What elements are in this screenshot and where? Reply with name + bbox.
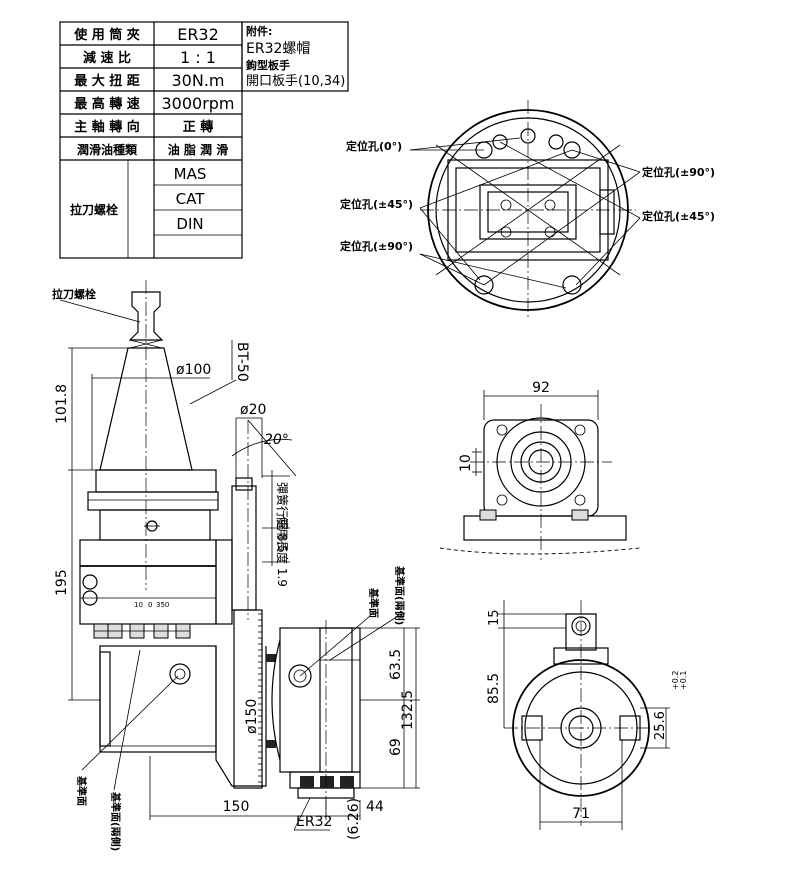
dim-195: 195 [54, 569, 70, 596]
accessories-line3: 開口板手(10,34) [246, 74, 345, 89]
spec-value-ratio: 1 : 1 [180, 48, 216, 67]
dim-25-6-tol-lower: +0.1 [679, 671, 688, 690]
spec-label-torque: 最 大 扭 距 [74, 73, 140, 89]
spec-value-torque: 30N.m [172, 71, 225, 90]
dim-angle: 20° [264, 432, 289, 448]
dim-69: 69 [388, 738, 404, 756]
spec-table: 使 用 筒 夾 ER32 減 速 比 1 : 1 最 大 扭 距 30N.m 最… [59, 21, 243, 259]
dim-10: 10 [458, 454, 474, 472]
accessories-line1: ER32螺帽 [246, 41, 310, 57]
accessories-box: 附件: ER32螺帽 鉤型板手 開口板手(10,34) [241, 21, 349, 92]
label-collet: ER32 [296, 814, 332, 830]
dim-6-26: (6.26) [346, 798, 362, 840]
dim-150: 150 [223, 799, 250, 815]
label-pos0: 定位孔(0°) [346, 139, 402, 153]
dim-44: 44 [366, 799, 384, 815]
dim-1-9: 使用長度 1.9 [275, 516, 290, 587]
dim-85-5: 85.5 [486, 673, 502, 704]
spec-label-rotation: 主 軸 轉 向 [74, 119, 140, 135]
label-pos45-left: 定位孔(±45°) [340, 197, 413, 211]
scale-b: 0 [148, 601, 152, 609]
dim-92: 92 [532, 380, 550, 396]
dim-dia150: ø150 [244, 699, 260, 734]
side-view: 拉刀螺栓 ø100 BT-50 101.8 195 10 0 35 [52, 280, 420, 851]
label-pos90-left: 定位孔(±90°) [340, 239, 413, 253]
label-ref-right-1: 基準面 [367, 587, 380, 618]
spec-label-lube: 潤滑油種類 [77, 142, 138, 157]
label-pos90-right: 定位孔(±90°) [642, 165, 715, 179]
dim-15: 15 [487, 609, 502, 626]
spec-label-ratio: 減 速 比 [83, 50, 131, 66]
dim-63-5: 63.5 [388, 649, 404, 680]
accessories-title: 附件: [246, 24, 272, 38]
spec-pull-stud-cat: CAT [176, 190, 206, 208]
label-dia100: ø100 [176, 362, 211, 378]
scale-ticks [258, 613, 262, 783]
spec-value-rotation: 正 轉 [183, 119, 214, 135]
label-ref-left-2: 基準面(兩側) [109, 791, 122, 851]
end-view: 15 85.5 25.6 +0.2 +0.1 71 [486, 600, 688, 830]
dim-71: 71 [572, 806, 590, 822]
spec-pull-stud-din: DIN [176, 215, 203, 233]
label-ref-left-1: 基準面 [75, 775, 88, 806]
dim-132-5: 132.5 [400, 690, 416, 730]
dim-25-6: 25.6 [653, 711, 668, 740]
scale-a: 10 [134, 601, 143, 609]
label-bt50: BT-50 [234, 342, 250, 382]
front-view: 92 10 [439, 380, 641, 560]
dim-101-8: 101.8 [54, 384, 70, 424]
spec-value-speed: 3000rpm [161, 94, 234, 113]
scale-c: 350 [156, 601, 169, 609]
dim-dia20: ø20 [240, 402, 266, 418]
spec-label-speed: 最 高 轉 速 [74, 96, 140, 112]
top-view: 定位孔(0°) 定位孔(±45°) 定位孔(±90°) 定位孔(±90°) 定位… [340, 100, 715, 320]
dim-8-5: 彈簧行程 8.5 [275, 482, 290, 553]
accessories-line2: 鉤型板手 [245, 58, 290, 72]
spec-pull-stud-mas: MAS [174, 165, 207, 183]
label-ref-right-2: 基準面(兩側) [393, 565, 406, 625]
spec-value-collet: ER32 [177, 25, 219, 44]
label-pos45-right: 定位孔(±45°) [642, 209, 715, 223]
label-pull-stud: 拉刀螺栓 [52, 287, 96, 301]
dim-25-6-tol-upper: +0.2 [671, 671, 680, 690]
spec-value-lube: 油 脂 潤 滑 [168, 142, 229, 157]
spec-label-collet: 使 用 筒 夾 [73, 27, 140, 43]
spec-label-pull-stud: 拉刀螺栓 [70, 202, 118, 217]
